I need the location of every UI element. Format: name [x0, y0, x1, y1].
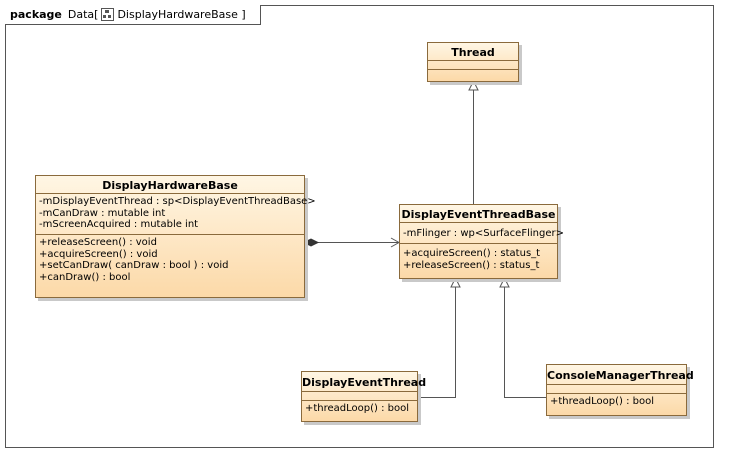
generalization-arrowhead-det [450, 276, 461, 288]
attribute: -mCanDraw : mutable int [39, 207, 166, 219]
attributes-section-displayhardwarebase: -mDisplayEventThread : sp<DisplayEventTh… [36, 194, 316, 235]
class-displayhardwarebase[interactable]: DisplayHardwareBase -mDisplayEventThread… [35, 175, 316, 298]
class-name-consolemanagerthread: ConsoleManagerThread [547, 365, 694, 385]
generalization-line-displayeventthread [418, 287, 456, 398]
bracket-open: [ [94, 8, 99, 21]
class-name-displayhardwarebase: DisplayHardwareBase [36, 176, 304, 194]
class-name-displayeventthread: DisplayEventThread [302, 372, 426, 392]
operations-section-displayeventthreadbase: +acquireScreen() : status_t +releaseScre… [400, 244, 557, 273]
generalization-arrowhead-thread [468, 79, 479, 91]
generalization-line-consolemanagerthread [504, 287, 547, 398]
operation: +threadLoop() : bool [550, 396, 655, 407]
operation: +releaseScreen() : status_t [403, 259, 540, 271]
frame-keyword: package [10, 8, 62, 21]
attribute: -mFlinger : wp<SurfaceFlinger> [403, 228, 564, 239]
operation: +threadLoop() : bool [305, 403, 410, 414]
class-displayeventthreadbase[interactable]: DisplayEventThreadBase -mFlinger : wp<Su… [399, 204, 564, 279]
class-name-thread: Thread [428, 43, 518, 61]
attributes-section-thread [428, 61, 518, 70]
attributes-section-consolemanagerthread [547, 385, 686, 394]
package-frame-tab: package Data[ DisplayHardwareBase ] [5, 5, 261, 25]
operations-section-displayhardwarebase: +releaseScreen() : void +acquireScreen()… [36, 235, 304, 285]
attributes-section-displayeventthread [302, 392, 417, 401]
class-diagram-icon [101, 7, 115, 21]
bracket-close: ] [241, 8, 246, 21]
diagram-name: DisplayHardwareBase [117, 8, 238, 21]
attribute: -mDisplayEventThread : sp<DisplayEventTh… [39, 196, 316, 207]
attributes-section-displayeventthreadbase: -mFlinger : wp<SurfaceFlinger> [400, 223, 564, 244]
operations-section-displayeventthread: +threadLoop() : bool [302, 401, 417, 417]
class-displayeventthread[interactable]: DisplayEventThread +threadLoop() : bool [301, 371, 426, 422]
operation: +acquireScreen() : status_t [403, 248, 541, 259]
class-name-displayeventthreadbase: DisplayEventThreadBase [400, 205, 557, 223]
generalization-arrowhead-cmt [499, 276, 510, 288]
operation: +setCanDraw( canDraw : bool ) : void [39, 260, 229, 271]
operations-section-thread [428, 70, 518, 79]
class-consolemanagerthread[interactable]: ConsoleManagerThread +threadLoop() : boo… [546, 364, 694, 416]
operation: +releaseScreen() : void [39, 237, 157, 248]
operations-section-consolemanagerthread: +threadLoop() : bool [547, 394, 686, 410]
class-thread[interactable]: Thread [427, 42, 519, 82]
composition-diamond [302, 238, 320, 247]
operation: +acquireScreen() : void [39, 248, 158, 260]
operation: +canDraw() : bool [39, 271, 131, 283]
package-name: Data [67, 8, 95, 21]
package-frame [5, 5, 714, 448]
attribute: -mScreenAcquired : mutable int [39, 219, 199, 230]
